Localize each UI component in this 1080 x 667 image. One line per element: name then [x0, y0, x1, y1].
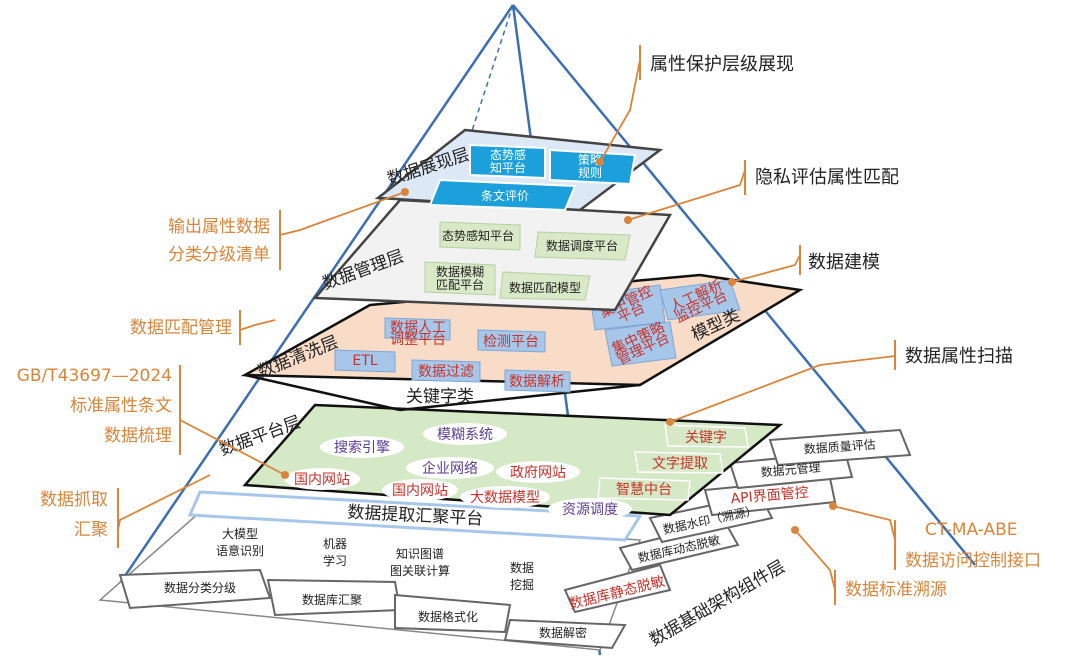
- platform-item-smart-hub: 智慧中台: [616, 482, 672, 498]
- callout-access-control-interface: 数据访问控制接口: [905, 551, 1041, 571]
- callout-aggregation: 汇聚: [74, 520, 108, 540]
- foundation-top-item-ml: 机器学习: [323, 537, 347, 568]
- cleaning-layer: 数据人工调整平台 检测平台 ETL 数据过滤 数据解析 集中管控平台 人工解析监…: [240, 273, 804, 412]
- cleaning-keyword-label: 关键字类: [406, 387, 474, 407]
- platform-item-big-data-model: 大数据模型: [470, 490, 540, 506]
- callout-lines: [117, 59, 896, 591]
- platform-item-search-engine: 搜索引擎: [334, 439, 390, 456]
- foundation-box-classification: 数据分类分级: [164, 580, 236, 595]
- callout-ct-ma-abe: CT-MA-ABE: [925, 520, 1018, 540]
- foundation-top-item-kg: 知识图谱图关联计算: [390, 547, 450, 578]
- callout-gb-standard: GB/T43697—2024: [17, 366, 172, 386]
- cleaning-item-manual-adjust: 数据人工调整平台: [390, 320, 446, 348]
- foundation-box-formatting: 数据格式化: [418, 609, 478, 624]
- callout-dots: [281, 158, 837, 534]
- foundation-box-decryption: 数据解密: [539, 625, 587, 640]
- foundation-layer-name: 数据基础架构组件层: [646, 557, 789, 651]
- platform-item-government-sites: 政府网站: [510, 465, 566, 481]
- foundation-top-item-llm: 大模型语意识别: [216, 527, 264, 558]
- callout-classification-list: 分类分级清单: [168, 245, 270, 265]
- management-item-scheduling: 数据调度平台: [546, 238, 618, 253]
- platform-item-resource-scheduling: 资源调度: [562, 502, 618, 518]
- foundation-layer: 数据分类分级 数据库汇聚 数据格式化 数据解密 大模型语意识别 机器学习 知识图…: [98, 428, 912, 651]
- presentation-item-evaluation: 条文评价: [481, 188, 529, 203]
- cleaning-item-detection: 检测平台: [483, 334, 539, 350]
- callout-output-attributes: 输出属性数据: [168, 217, 270, 237]
- foundation-box-db-aggregation: 数据库汇聚: [302, 592, 362, 607]
- callout-data-crawl: 数据抓取: [40, 490, 108, 510]
- foundation-top-item-mining: 数据挖掘: [510, 560, 534, 592]
- management-item-match-model: 数据匹配模型: [509, 280, 581, 295]
- extraction-platform: 数据提取汇聚平台: [187, 490, 643, 542]
- platform-item-fuzzy-system: 模糊系统: [437, 427, 493, 443]
- platform-item-enterprise-network: 企业网络: [422, 460, 478, 477]
- presentation-item-policy: 策略规则: [578, 152, 602, 180]
- management-item-fuzzy-match: 数据模糊匹配平台: [436, 264, 484, 292]
- foundation-box-quality: 数据质量评估: [803, 437, 876, 457]
- management-item-awareness: 态势感知平台: [442, 228, 514, 243]
- management-layer: 态势感知平台 数据调度平台 数据模糊匹配平台 数据匹配模型 数据管理层: [312, 198, 673, 312]
- callout-brackets: [117, 45, 896, 605]
- callout-data-sorting: 数据梳理: [104, 426, 172, 446]
- cleaning-item-parse: 数据解析: [509, 374, 565, 390]
- callout-standard-clauses: 标准属性条文: [70, 396, 172, 416]
- platform-layer: 搜索引擎 模糊系统 企业网络 政府网站 国内网站 国内网站 大数据模型 资源调度…: [217, 403, 784, 520]
- platform-item-domestic-sites-2: 国内网站: [392, 483, 448, 499]
- callout-attribute-scan: 数据属性扫描: [905, 346, 1013, 367]
- foundation-box-api-control: API界面管控: [730, 485, 809, 508]
- cleaning-item-filter: 数据过滤: [418, 364, 474, 380]
- platform-item-text-extraction: 文字提取: [652, 456, 708, 472]
- presentation-item-awareness: 态势感知平台: [490, 147, 526, 175]
- platform-item-keyword: 关键字: [685, 430, 727, 446]
- foundation-box-metadata: 数据元管理: [760, 459, 821, 479]
- callout-privacy-matching: 隐私评估属性匹配: [755, 167, 899, 188]
- platform-item-domestic-sites-1: 国内网站: [294, 472, 350, 488]
- callout-match-management: 数据匹配管理: [130, 318, 232, 338]
- callout-data-modeling: 数据建模: [808, 252, 880, 273]
- callout-standard-tracing: 数据标准溯源: [845, 580, 947, 600]
- callout-attribute-protection: 属性保护层级展现: [650, 54, 794, 75]
- cleaning-item-etl: ETL: [352, 353, 377, 369]
- presentation-layer: 态势感知平台 策略规则 条文评价 数据展现层: [374, 128, 664, 212]
